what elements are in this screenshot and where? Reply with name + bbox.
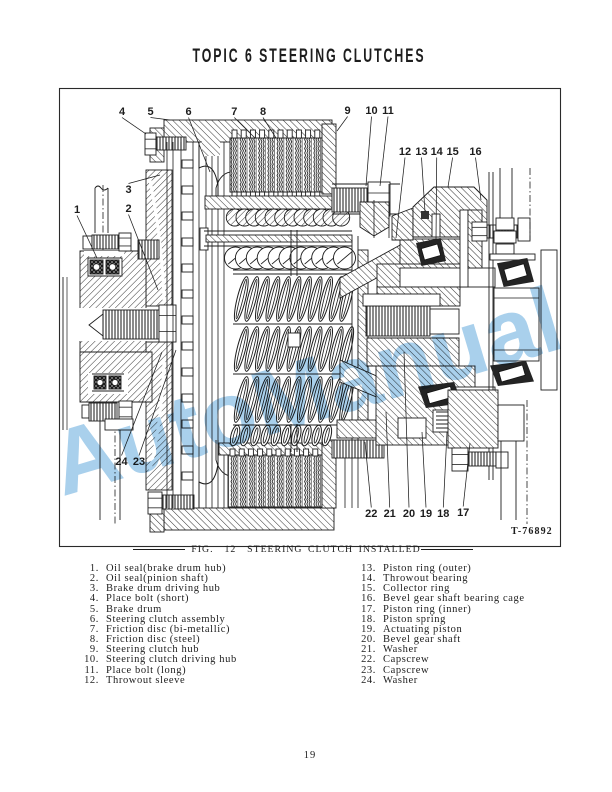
- svg-text:23: 23: [133, 456, 145, 468]
- svg-text:14: 14: [431, 146, 444, 158]
- svg-text:10: 10: [365, 105, 377, 117]
- svg-text:16: 16: [469, 146, 481, 158]
- svg-text:22: 22: [365, 508, 377, 520]
- svg-text:11: 11: [382, 105, 394, 117]
- svg-text:17: 17: [457, 507, 469, 519]
- svg-text:15: 15: [446, 146, 458, 158]
- svg-text:2: 2: [125, 203, 131, 215]
- svg-text:9: 9: [345, 105, 351, 117]
- svg-text:21: 21: [384, 508, 396, 520]
- svg-text:4: 4: [119, 106, 126, 118]
- svg-text:7: 7: [231, 106, 237, 118]
- svg-text:13: 13: [415, 146, 427, 158]
- svg-text:5: 5: [147, 106, 153, 118]
- svg-text:24: 24: [115, 456, 128, 468]
- svg-text:3: 3: [125, 184, 131, 196]
- svg-text:8: 8: [260, 106, 266, 118]
- svg-text:20: 20: [403, 508, 415, 520]
- svg-text:18: 18: [437, 508, 449, 520]
- svg-text:6: 6: [185, 106, 191, 118]
- svg-text:1: 1: [74, 204, 80, 216]
- svg-text:12: 12: [399, 146, 411, 158]
- svg-text:19: 19: [420, 508, 432, 520]
